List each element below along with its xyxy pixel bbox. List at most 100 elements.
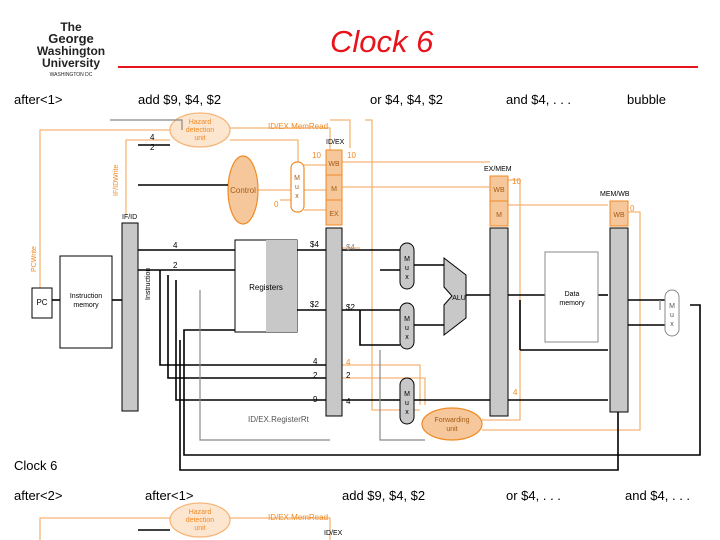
hazard-rt-wire bbox=[330, 119, 351, 148]
stage-label-ex: or $4, $4, $2 bbox=[370, 92, 443, 107]
reg-out-2: $2 bbox=[310, 300, 319, 309]
idex-fwd-2: 2 bbox=[346, 371, 351, 380]
stage-label-bottom-mem: or $4, . . . bbox=[506, 488, 561, 503]
ifid-register bbox=[121, 222, 139, 412]
idex-in-2: 2 bbox=[313, 371, 318, 380]
writeback-rd-wire bbox=[179, 340, 619, 471]
next-clock-preview: Hazard detection unit ID/EX.MemRead ID/E… bbox=[39, 502, 343, 540]
title-rule bbox=[118, 66, 698, 68]
svg-text:x: x bbox=[405, 274, 409, 281]
zero-label: 0 bbox=[274, 200, 279, 209]
memwb-control-bank bbox=[609, 200, 629, 227]
rd-pass-wire bbox=[175, 280, 326, 401]
rs-to-forward-wire bbox=[342, 364, 421, 405]
svg-text:unit: unit bbox=[194, 525, 205, 532]
memwb-to-forward-wire bbox=[482, 211, 641, 431]
ifid-label: IF/ID bbox=[122, 214, 137, 221]
forwarding-label-1: Forwarding bbox=[434, 417, 469, 424]
rs-pass-wire bbox=[159, 270, 326, 366]
slide-title: Clock 6 bbox=[330, 24, 434, 59]
svg-text:M: M bbox=[404, 256, 410, 263]
regdst-mux: M u x bbox=[399, 377, 415, 425]
stage-label-if: after<1> bbox=[14, 92, 63, 107]
svg-text:x: x bbox=[405, 334, 409, 341]
svg-text:M: M bbox=[404, 391, 410, 398]
svg-text:x: x bbox=[670, 321, 674, 328]
svg-text:Hazard: Hazard bbox=[189, 509, 212, 516]
rt-pass-wire bbox=[167, 275, 326, 379]
idex-in-9: 9 bbox=[313, 395, 318, 404]
diagram-caption: Clock 6 bbox=[14, 458, 58, 473]
stage-label-id: add $9, $4, $2 bbox=[138, 92, 222, 107]
idex-out-2: $2 bbox=[346, 303, 355, 312]
svg-text:u: u bbox=[670, 312, 674, 319]
pc-label: PC bbox=[36, 298, 47, 307]
hazard-gray-wire bbox=[110, 119, 183, 130]
hazard-to-mux-wire bbox=[230, 139, 299, 165]
ifidwrite-wire bbox=[125, 139, 170, 215]
stage-label-bottom-ex: add $9, $4, $2 bbox=[342, 488, 426, 503]
logo-line-5: WASHINGTON DC bbox=[50, 72, 93, 78]
idex-control-bank bbox=[325, 149, 343, 226]
dmem-label-2: memory bbox=[559, 300, 585, 307]
imem-label-2: memory bbox=[73, 302, 99, 309]
svg-text:M: M bbox=[404, 316, 410, 323]
reg-out-4: $4 bbox=[310, 240, 319, 249]
idex-m-label: M bbox=[331, 186, 337, 193]
writeback-mux: M u x bbox=[664, 289, 680, 337]
university-logo: The George Washington University WASHING… bbox=[37, 20, 105, 78]
ifid-rt-2: 2 bbox=[173, 261, 178, 270]
forwarding-label-2: unit bbox=[446, 426, 457, 433]
exmem-register bbox=[489, 227, 509, 417]
forwarding-unit bbox=[421, 407, 483, 441]
pcwrite-wire bbox=[39, 129, 170, 288]
pc-register bbox=[31, 287, 53, 319]
ifidwrite-label: IF/IDWrite bbox=[113, 165, 120, 196]
control-mux bbox=[290, 161, 305, 213]
control-unit bbox=[227, 155, 259, 225]
idex-fwd-4b: 4 bbox=[346, 397, 351, 406]
memwb-register bbox=[609, 227, 629, 413]
alu-input-b-mux: M u x bbox=[399, 302, 415, 350]
data-memory bbox=[544, 251, 599, 343]
stage-label-bottom-id: after<1> bbox=[145, 488, 194, 503]
alu bbox=[443, 256, 467, 337]
idex-memread-label: ID/EX.MemRead bbox=[268, 122, 328, 131]
idex-wb-label: WB bbox=[328, 161, 340, 168]
idex-fwd-4: 4 bbox=[346, 358, 351, 367]
stage-label-wb: bubble bbox=[627, 92, 667, 107]
svg-text:u: u bbox=[405, 265, 409, 272]
rt-to-forward-wire bbox=[342, 377, 426, 405]
exmem-m-label: M bbox=[496, 212, 502, 219]
regrt-gray-wire bbox=[199, 290, 330, 441]
idex-rt-orange-wire bbox=[365, 119, 420, 411]
alu-input-a-mux: M u x bbox=[399, 242, 415, 290]
registers-label: Registers bbox=[249, 283, 283, 292]
svg-text:x: x bbox=[405, 409, 409, 416]
idex-register bbox=[325, 227, 343, 417]
svg-text:M: M bbox=[669, 303, 675, 310]
hazard-unit-label-1: Hazard bbox=[189, 119, 212, 126]
writeback-data-wire bbox=[183, 304, 701, 456]
exmem-10: 10 bbox=[512, 177, 521, 186]
idex-out-4: $4 bbox=[346, 243, 355, 252]
memwb-0: 0 bbox=[630, 204, 635, 213]
mux-out-10: 10 bbox=[312, 151, 321, 160]
idex-registerrt-label: ID/EX.RegisterRt bbox=[248, 415, 310, 424]
stage-label-mem: and $4, . . . bbox=[506, 92, 572, 107]
memread-wire bbox=[230, 127, 331, 150]
forward-gray-wire bbox=[379, 350, 425, 441]
imem-label-1: Instruction bbox=[70, 293, 102, 300]
logo-line-2: George bbox=[48, 31, 94, 46]
dmem-label-1: Data bbox=[565, 291, 580, 298]
stage-label-bottom-wb: and $4, . . . bbox=[625, 488, 691, 503]
svg-text:u: u bbox=[405, 325, 409, 332]
hazard-input-4: 4 bbox=[150, 133, 155, 142]
idex-label: ID/EX bbox=[326, 139, 345, 146]
hazard-unit-label-3: unit bbox=[194, 135, 205, 142]
control-mux-u: u bbox=[295, 184, 299, 191]
control-mux-m: M bbox=[294, 175, 300, 182]
hazard-detection-unit bbox=[169, 112, 231, 148]
svg-text:detection: detection bbox=[186, 517, 215, 524]
